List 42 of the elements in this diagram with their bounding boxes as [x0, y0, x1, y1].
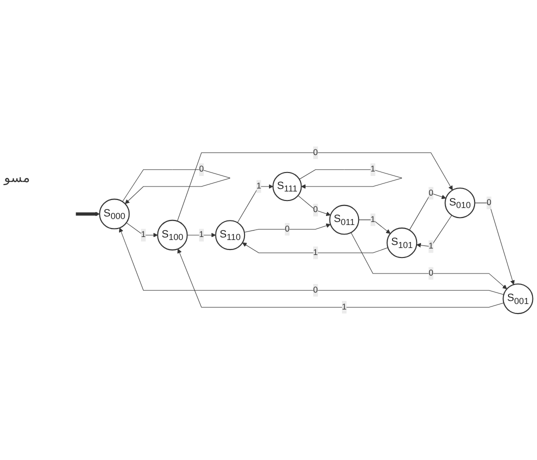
edge-label: 0: [313, 286, 318, 295]
arrow: [177, 248, 504, 308]
note-text: مسو: [4, 170, 30, 185]
arrow: [244, 223, 331, 232]
edge-label: 1: [199, 230, 204, 240]
arrow: [186, 232, 216, 238]
arrow: [298, 195, 331, 216]
edge-label: 0: [313, 148, 318, 157]
node-circle: S$_{011}$: [329, 204, 360, 235]
arrow: [237, 184, 274, 223]
arrow: [242, 242, 388, 254]
edge-label: 1: [428, 242, 434, 251]
edge-label: 1: [313, 248, 318, 258]
edge-label: 0: [486, 198, 492, 208]
edge-label: 0: [313, 205, 318, 214]
node-circle: S$_{100}$: [157, 220, 188, 250]
arrow: [416, 214, 452, 248]
edge-label: 0: [428, 188, 434, 198]
node-circle: S$_{001}$: [502, 283, 534, 314]
edge-label: 0: [284, 224, 290, 234]
arrow: [358, 220, 391, 234]
arrow: [474, 202, 515, 285]
edge-label: 0: [199, 164, 204, 174]
edge-label: 1: [342, 302, 347, 312]
edge-label: 1: [370, 164, 376, 174]
arrow: [299, 169, 402, 189]
arrow: [118, 228, 504, 295]
edge-label: 1: [141, 230, 146, 240]
node-circle: S$_{110}$: [215, 220, 246, 250]
arrow: [409, 192, 446, 230]
arrow: [177, 152, 453, 222]
node-circle: S$_{010}$: [444, 188, 476, 218]
node-circle: S$_{000}$: [99, 198, 130, 230]
edge-label: 0: [428, 268, 434, 278]
node-circle: S$_{111}$: [272, 172, 302, 202]
edge-label: 1: [370, 215, 376, 224]
node-circle: S$_{101}$: [386, 228, 418, 258]
edge-label: 1: [256, 182, 262, 191]
arrow: [122, 169, 230, 204]
arrow: [350, 232, 508, 290]
arrow: [126, 222, 158, 238]
arrow: [76, 212, 100, 216]
